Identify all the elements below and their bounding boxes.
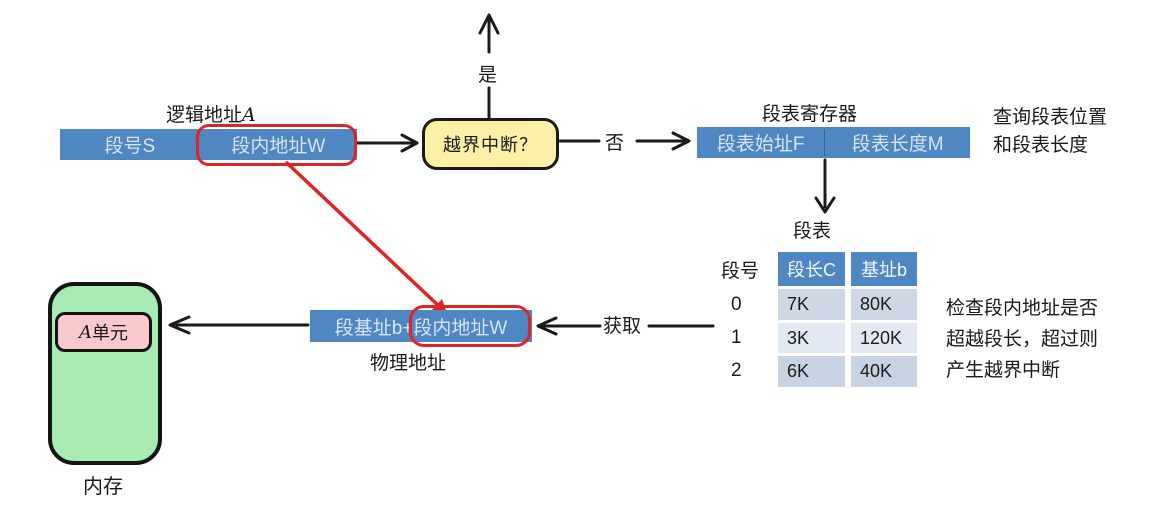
table-length-field: 段表长度M — [851, 134, 944, 155]
physical-address-label: 物理地址 — [370, 353, 447, 374]
boundary-check-box: 越界中断？ — [422, 118, 559, 170]
segment-number-field: 段号S — [104, 136, 156, 157]
yes-label: 是 — [478, 65, 498, 86]
arrow-logical-to-decision — [355, 133, 419, 153]
col-header-length: 段长C — [778, 252, 845, 286]
physical-base-part: 段基址b+ — [334, 317, 414, 339]
fetch-label: 获取 — [603, 316, 642, 337]
segment-table-row-header: 段号 — [721, 261, 760, 282]
memory-label: 内存 — [83, 476, 123, 498]
arrow-no-to-register — [635, 131, 691, 151]
cell-r0-base: 80K — [851, 289, 917, 320]
cell-r0-length: 7K — [778, 289, 845, 320]
arrow-yes-up — [478, 13, 500, 54]
segment-register-bar: 段表始址F 段表长度M — [697, 127, 970, 158]
arrow-register-down — [814, 158, 836, 214]
col-header-base: 基址b — [851, 252, 917, 286]
cell-r2-length: 6K — [778, 356, 845, 387]
cell-r2-base: 40K — [851, 356, 917, 387]
logical-address-bar: 段号S 段内地址W — [60, 129, 357, 160]
arrow-fetch-to-physical — [536, 316, 602, 336]
segment-table-title: 段表 — [793, 221, 832, 242]
lookup-note: 查询段表位置 和段表长度 — [993, 107, 1108, 156]
arrow-physical-to-memory — [168, 315, 310, 335]
physical-address-bar: 段基址b+段内地址W — [310, 310, 532, 342]
red-offset-arrow — [285, 161, 448, 316]
cell-r1-base: 120K — [851, 323, 917, 353]
physical-offset-part: 段内地址W — [413, 317, 508, 339]
row-number-1: 1 — [731, 327, 742, 348]
row-number-2: 2 — [731, 360, 742, 381]
register-title: 段表寄存器 — [762, 104, 858, 125]
table-start-field: 段表始址F — [697, 129, 826, 156]
memory-box — [48, 282, 162, 465]
cell-r1-length: 3K — [778, 323, 845, 353]
row-number-0: 0 — [731, 294, 742, 315]
no-label: 否 — [605, 133, 625, 154]
segment-offset-field: 段内地址W — [231, 136, 326, 157]
logical-address-title: 逻辑地址A — [166, 104, 256, 126]
check-note: 检查段内地址是否 超越段长，超过则 产生越界中断 — [946, 298, 1099, 381]
